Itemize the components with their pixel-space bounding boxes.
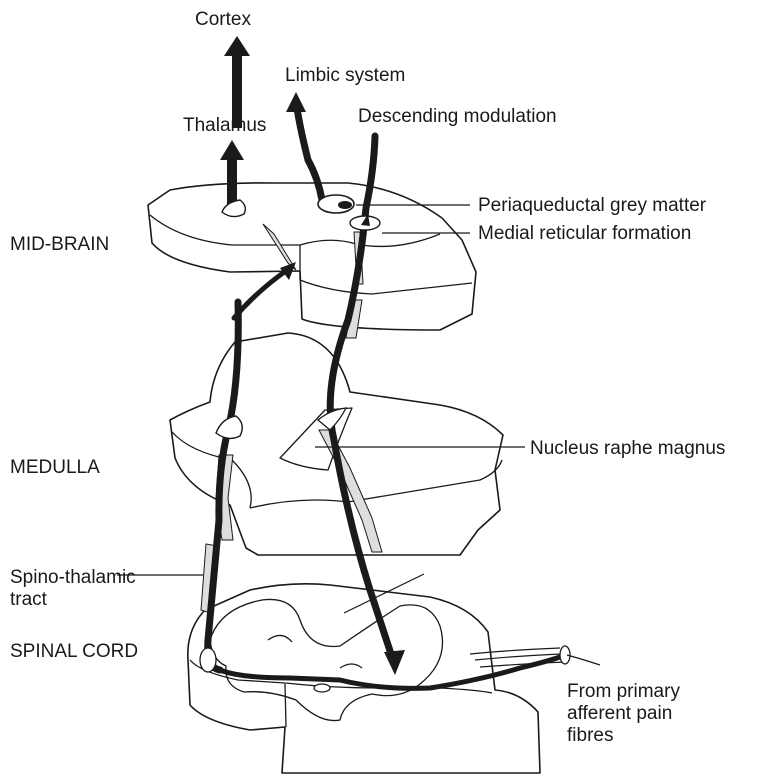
label-afferent-line3: fibres <box>567 725 613 746</box>
label-afferent-line2: afferent pain <box>567 703 672 724</box>
label-periaqueductal: Periaqueductal grey matter <box>478 195 707 216</box>
limbic-arrowhead <box>286 92 306 112</box>
label-tract: tract <box>10 589 48 610</box>
label-medulla: MEDULLA <box>10 457 100 478</box>
cortex-arrowhead <box>224 36 250 56</box>
label-nucleus-raphe: Nucleus raphe magnus <box>530 438 725 459</box>
thalamus-arrowhead <box>220 140 244 160</box>
label-spinal-cord: SPINAL CORD <box>10 641 138 662</box>
label-medial-reticular: Medial reticular formation <box>478 223 691 244</box>
label-thalamus: Thalamus <box>183 115 266 136</box>
label-cortex: Cortex <box>195 9 251 30</box>
label-mid-brain: MID-BRAIN <box>10 234 109 255</box>
label-limbic-system: Limbic system <box>285 65 405 86</box>
label-spino-thalamic: Spino-thalamic <box>10 567 136 588</box>
label-afferent-line1: From primary <box>567 681 680 702</box>
reticular-branch <box>234 268 290 318</box>
label-descending-modulation: Descending modulation <box>358 106 557 127</box>
